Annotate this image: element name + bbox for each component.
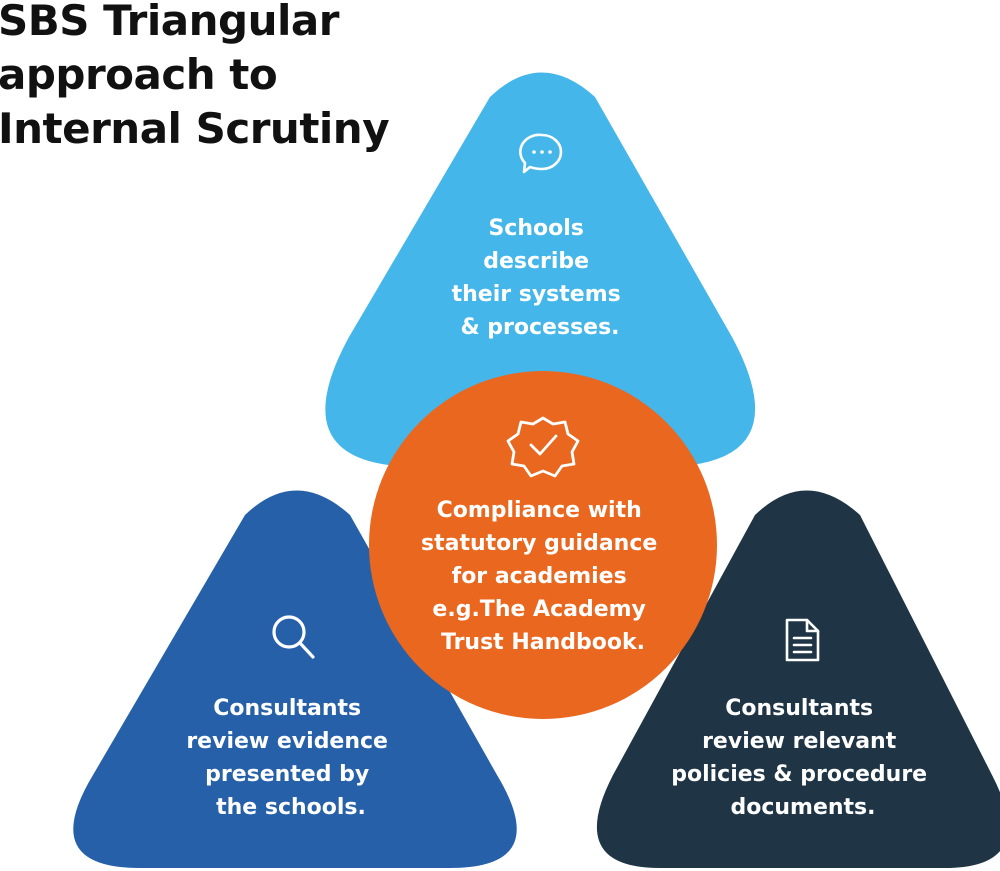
right-node-text: Consultants review relevant policies & p… bbox=[671, 696, 935, 820]
top-triangle-node: Schools describe their systems & process… bbox=[325, 72, 756, 467]
top-node-line: their systems bbox=[452, 282, 621, 307]
center-node-line: Compliance with bbox=[437, 498, 642, 523]
right-node-line: documents. bbox=[730, 795, 875, 820]
left-node-text: Consultants review evidence presented by… bbox=[186, 696, 395, 820]
chat-bubble-icon bbox=[519, 133, 563, 174]
center-node-line: for academies bbox=[452, 564, 627, 589]
left-node-line: presented by bbox=[205, 762, 369, 787]
right-triangle-shape bbox=[597, 490, 1000, 868]
left-node-line: Consultants bbox=[213, 696, 361, 721]
top-node-line: Schools bbox=[488, 216, 583, 241]
top-node-line: describe bbox=[483, 249, 589, 274]
title-line: approach to bbox=[0, 50, 278, 99]
left-triangle-shape bbox=[73, 490, 517, 868]
title-line: SBS Triangular bbox=[0, 0, 339, 45]
right-node-line: policies & procedure bbox=[671, 762, 927, 787]
right-node-line: Consultants bbox=[725, 696, 873, 721]
diagram-title: SBS Triangular approach to Internal Scru… bbox=[0, 0, 390, 156]
top-node-text: Schools describe their systems & process… bbox=[452, 216, 629, 340]
left-node-line: review evidence bbox=[186, 729, 388, 754]
center-circle-shape bbox=[369, 371, 717, 719]
badge-check-icon bbox=[506, 416, 580, 478]
right-triangle-node: Consultants review relevant policies & p… bbox=[597, 490, 1000, 868]
title-line: Internal Scrutiny bbox=[0, 104, 390, 153]
center-node-line: e.g.The Academy bbox=[432, 597, 645, 622]
top-node-line: & processes. bbox=[460, 315, 619, 340]
center-node-line: statutory guidance bbox=[421, 531, 657, 556]
document-icon bbox=[785, 618, 820, 662]
top-triangle-shape bbox=[325, 72, 756, 467]
center-node-line: Trust Handbook. bbox=[441, 630, 645, 655]
center-circle-node: Compliance with statutory guidance for a… bbox=[369, 371, 717, 719]
left-triangle-node: Consultants review evidence presented by… bbox=[73, 490, 517, 868]
center-node-text: Compliance with statutory guidance for a… bbox=[421, 498, 665, 655]
right-node-line: review relevant bbox=[702, 729, 897, 754]
left-node-line: the schools. bbox=[216, 795, 366, 820]
search-icon bbox=[272, 615, 315, 659]
